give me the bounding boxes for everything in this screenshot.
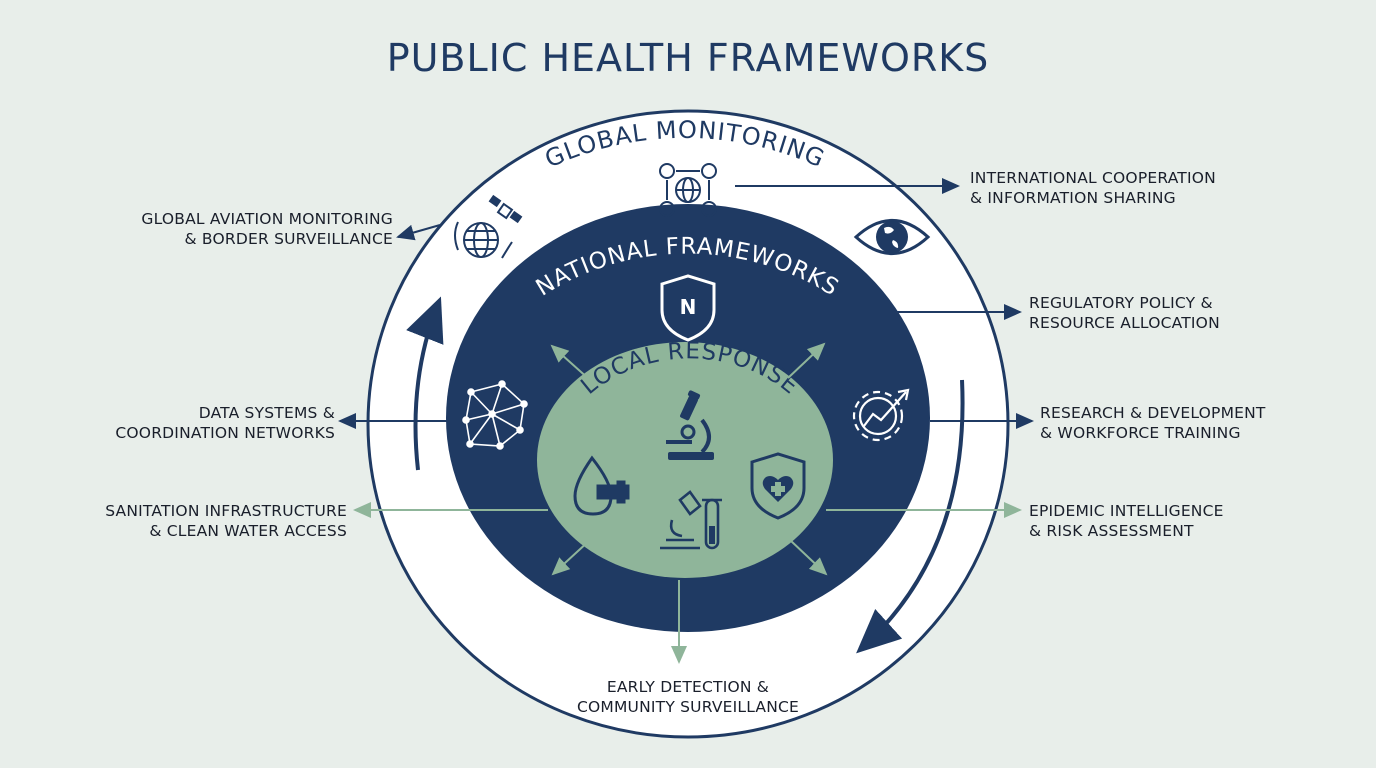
page-title: PUBLIC HEALTH FRAMEWORKS — [386, 36, 990, 80]
label-sanitation: SANITATION INFRASTRUCTURE & CLEAN WATER … — [105, 502, 347, 540]
node-network-icon — [462, 380, 528, 450]
label-research-development: RESEARCH & DEVELOPMENT & WORKFORCE TRAIN… — [1040, 404, 1266, 442]
label-global-aviation: GLOBAL AVIATION MONITORING & BORDER SURV… — [141, 210, 393, 248]
radiate-nw — [550, 344, 591, 381]
satellite-icon — [454, 194, 523, 259]
radiate-sw — [551, 539, 591, 576]
label-international-cooperation: INTERNATIONAL COOPERATION & INFORMATION … — [970, 169, 1216, 207]
label-epidemic-intelligence: EPIDEMIC INTELLIGENCE & RISK ASSESSMENT — [1029, 502, 1224, 540]
aviation-connector — [396, 224, 441, 241]
gear-chart-icon — [852, 388, 910, 442]
water-drop-pipe-icon — [573, 455, 630, 516]
shield-n-icon: N — [660, 274, 716, 342]
heart-shield-icon — [750, 452, 806, 520]
lab-microscope-tube-icon — [660, 490, 722, 550]
label-regulatory-policy: REGULATORY POLICY & RESOURCE ALLOCATION — [1029, 294, 1220, 332]
right-cycle-arrow — [856, 379, 965, 654]
svg-text:N: N — [680, 295, 697, 319]
left-cycle-arrow — [406, 296, 444, 471]
network-globe-icon — [659, 163, 717, 217]
label-early-detection: EARLY DETECTION & COMMUNITY SURVEILLANCE — [576, 678, 800, 716]
eye-globe-icon — [853, 219, 931, 255]
radiate-se — [789, 539, 828, 576]
label-data-systems: DATA SYSTEMS & COORDINATION NETWORKS — [115, 404, 335, 442]
radiate-ne — [787, 342, 826, 379]
microscope-icon — [666, 390, 714, 460]
